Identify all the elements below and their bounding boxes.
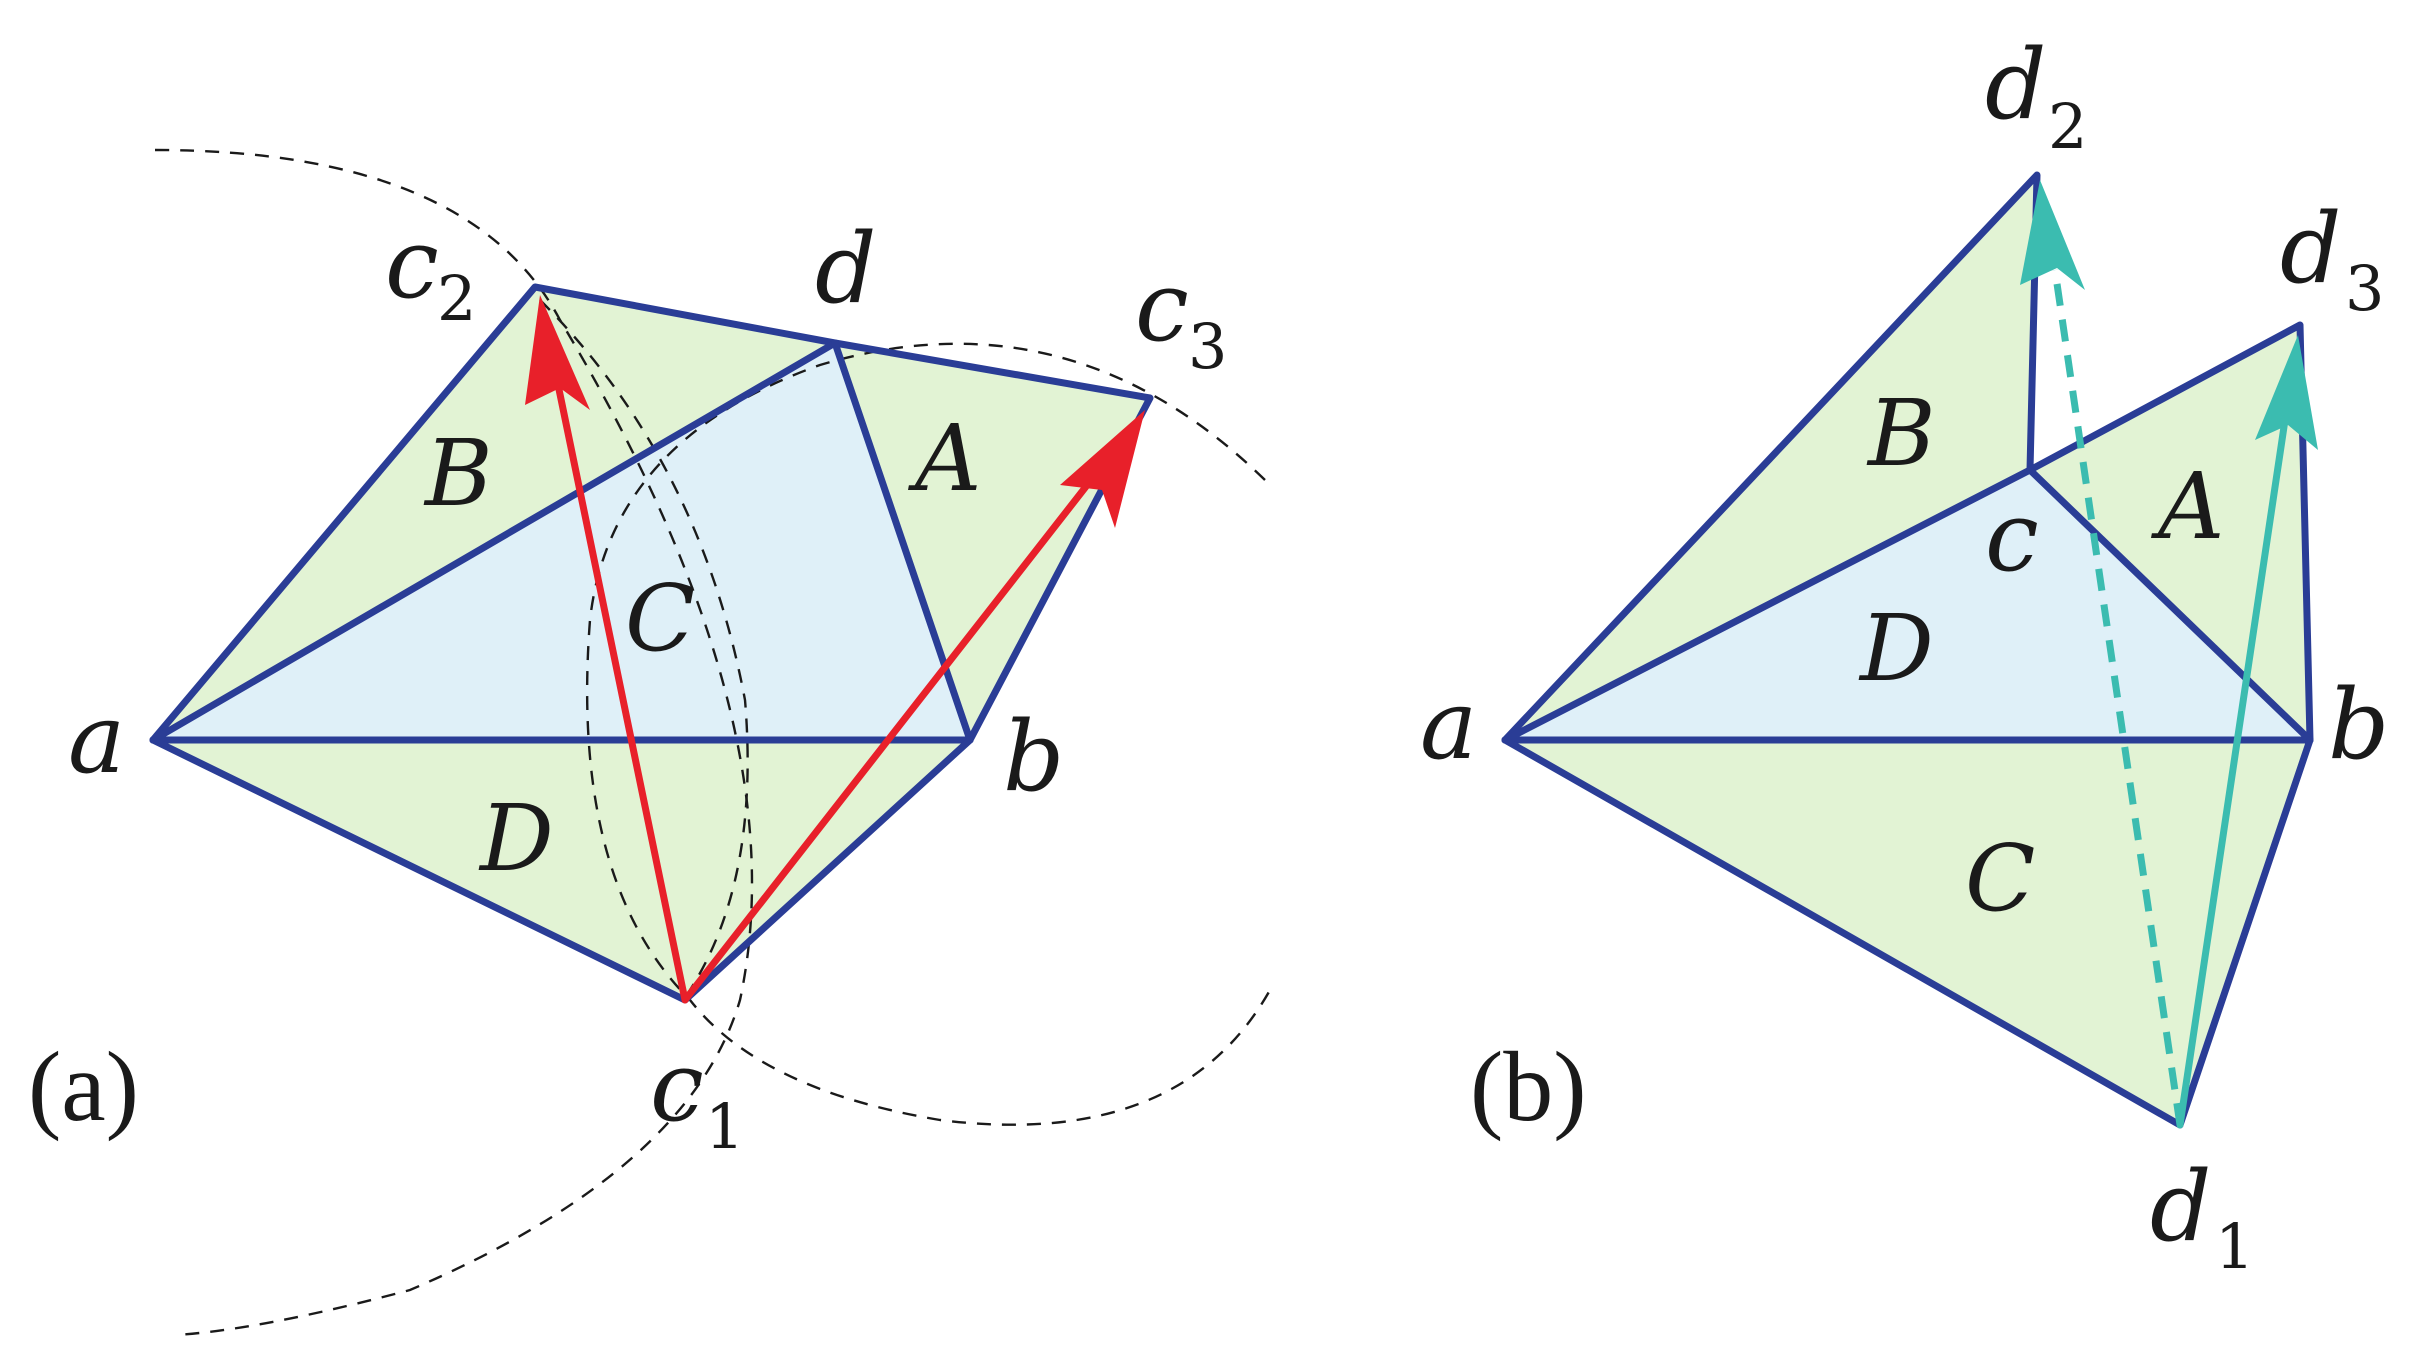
face-d-label-b: D: [1858, 595, 1934, 702]
panel-b: a b c d 2 d 3 d 1 B A D C (b): [1420, 29, 2389, 1283]
dashed-arc-1: [154, 148, 754, 1337]
arrow-d1-to-d3: [2176, 416, 2289, 1129]
edge-c-b: [2026, 466, 2314, 744]
face-b-label-b: B: [1866, 380, 1936, 487]
edge-c-d3-b: [2026, 321, 2314, 744]
vertex-c1-label: c: [650, 1031, 704, 1143]
vertex-c-label-b: c: [1985, 481, 2039, 593]
face-d-region-a: [153, 740, 970, 1000]
arrow-head-c3: [1060, 410, 1145, 528]
face-d-region-b: [1505, 470, 2310, 740]
vertex-a-label: a: [68, 683, 125, 795]
edge-a-d: [149, 339, 839, 744]
vertex-d2-label: d: [1985, 29, 2046, 141]
face-c-label-b: C: [1965, 825, 2035, 932]
edge-a-d2-c: [1501, 171, 2041, 744]
panel-a: a b d c 2 c 3 c 1 A B C D (a): [28, 148, 1272, 1337]
arrow-head-d2: [2020, 180, 2085, 290]
vertex-c2-subscript: 2: [437, 262, 476, 335]
edge-d-b: [831, 339, 974, 744]
face-a-label-a: A: [907, 405, 981, 512]
arrow-c1-to-c3: [681, 471, 1099, 1004]
face-a-label-b: A: [2150, 453, 2224, 560]
face-c-region-a: [153, 343, 970, 740]
vertex-b-label: b: [1003, 701, 1064, 813]
dashed-arc-3: [539, 299, 749, 991]
vertex-d1-subscript: 1: [2215, 1210, 2254, 1283]
dashed-arc-2: [585, 342, 1272, 1126]
vertex-d2-subscript: 2: [2048, 90, 2087, 163]
face-c-region-b: [1505, 740, 2310, 1125]
vertex-d3-subscript: 3: [2345, 252, 2384, 325]
vertex-c2-label: c: [385, 208, 439, 320]
panel-b-tag: (b): [1470, 1031, 1587, 1142]
face-d-label-a: D: [478, 785, 554, 892]
arrow-c1-to-c2: [551, 366, 689, 1004]
arrow-head-d3: [2255, 335, 2318, 450]
panel-a-tag: (a): [28, 1031, 139, 1142]
face-a-region-b: [2030, 325, 2310, 740]
vertex-c3-subscript: 3: [1188, 310, 1227, 383]
vertex-a-label-b: a: [1420, 669, 1477, 781]
face-c-label-a: C: [625, 565, 695, 672]
vertex-b-label-b: b: [2328, 669, 2389, 781]
face-b-label-a: B: [423, 420, 493, 527]
vertex-c1-subscript: 1: [705, 1090, 744, 1163]
face-b-region-a: [153, 287, 835, 740]
edge-a-c: [1501, 466, 2034, 744]
vertex-d1-label: d: [2150, 1151, 2211, 1263]
vertex-d-label: d: [815, 213, 876, 325]
arrow-d1-to-d2-dashed: [2051, 269, 2184, 1126]
face-a-region-a: [835, 343, 1150, 740]
vertex-c3-label: c: [1135, 251, 1189, 363]
vertex-d3-label: d: [2280, 193, 2341, 305]
arrow-head-c2: [525, 295, 590, 410]
